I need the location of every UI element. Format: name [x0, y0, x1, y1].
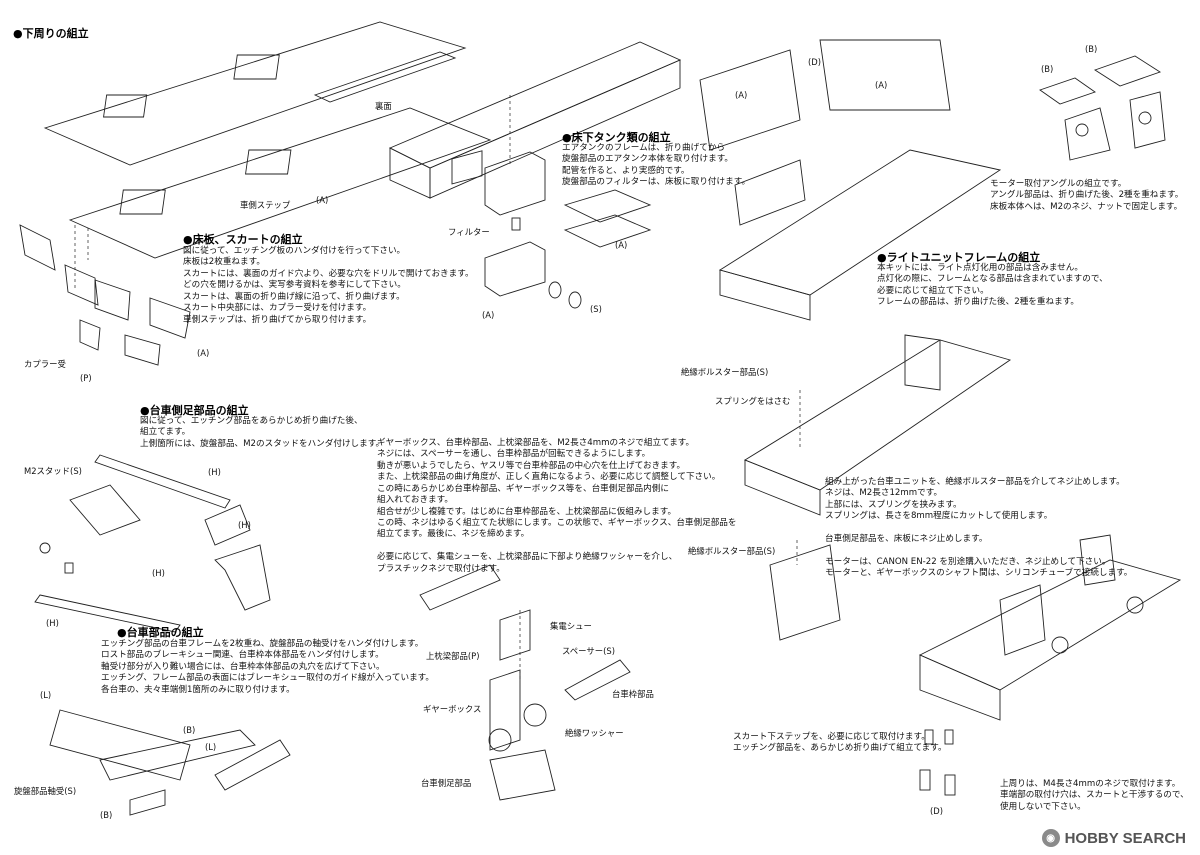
label-l2: (L): [205, 742, 217, 752]
truck-frame-drawing: [49, 709, 291, 816]
label-h3: (H): [152, 568, 165, 578]
truck-parts-instructions: エッチング部品の台車フレームを2枚重ね、旋盤部品の軸受けをハンダ付けします。 ロ…: [101, 639, 435, 695]
label-a6: (A): [875, 80, 888, 90]
label-coupler: カプラー受: [24, 359, 66, 369]
motor-angle-instructions: モーター取付アングルの組立です。 アングル部品は、折り曲げた後、2種を重ねます。…: [990, 179, 1184, 212]
floor-skirt-instructions: 図に従って、エッチング板のハンダ付けを行って下さい。 床板は2枚重ねます。 スカ…: [183, 246, 474, 325]
label-a3: (A): [615, 240, 628, 250]
section-title-bogie-side: ●台車側足部品の組立: [140, 404, 249, 417]
label-l1: (L): [40, 690, 52, 700]
label-filter: フィルター: [448, 227, 490, 237]
label-bearing: 旋盤部品軸受(S): [14, 786, 77, 796]
watermark: ◉ HOBBY SEARCH: [1041, 829, 1186, 847]
label-s1: (S): [590, 304, 602, 314]
label-a1: (A): [316, 195, 329, 205]
skirt-step-instructions: スカート下ステップを、必要に応じて取付けます。 エッチング部品を、あらかじめ折り…: [733, 732, 947, 754]
skirt-drawing: [19, 224, 191, 366]
section-title-floor-skirt: ●床板、スカートの組立: [183, 233, 303, 246]
watermark-logo-icon: ◉: [1041, 829, 1060, 847]
label-spring: スプリングをはさむ: [715, 396, 791, 406]
label-truck-frame: 台車枠部品: [612, 689, 654, 699]
floor-plate-drawing: [43, 21, 492, 259]
label-step: 車側ステップ: [240, 200, 291, 210]
label-shoe: 集電シュー: [550, 621, 592, 631]
label-a4: (A): [482, 310, 495, 320]
upper-mount-note: 上周りは、M4長さ4mmのネジで取付けます。 車端部の取付け穴は、スカートと干渉…: [1000, 779, 1189, 812]
label-d2: (D): [930, 806, 943, 816]
bolster-instructions: 組み上がった台車ユニットを、絶縁ボルスター部品を介してネジ止めします。 ネジは、…: [825, 477, 1133, 579]
bogie-side-instructions: 図に従って、エッチング部品をあらかじめ折り曲げた後、 組立てます。 上側箇所には…: [140, 416, 385, 449]
bogie-side-drawing: [34, 454, 271, 633]
watermark-text: HOBBY SEARCH: [1064, 829, 1186, 847]
tank-instructions: エアタンクのフレームは、折り曲げてから 旋盤部品のエアタンク本体を取り付けます。…: [562, 143, 751, 188]
label-b2: (B): [1085, 44, 1098, 54]
label-p1: (P): [80, 373, 92, 383]
label-bolster-bottom: 絶縁ボルスター部品(S): [688, 546, 776, 556]
label-side-foot: 台車側足部品: [421, 778, 472, 788]
label-a2: (A): [197, 348, 210, 358]
label-b3: (B): [183, 725, 196, 735]
section-title-light-frame: ●ライトユニットフレームの組立: [877, 251, 1041, 264]
label-a5: (A): [735, 90, 748, 100]
label-gearbox: ギヤーボックス: [423, 704, 482, 714]
label-spacer: スペーサー(S): [562, 646, 615, 656]
air-tank-drawing: [451, 150, 652, 309]
motor-angle-drawing: [1039, 55, 1166, 161]
light-frame-drawing: [699, 39, 1002, 321]
assembly-guide-lines: [74, 95, 801, 680]
label-ura: 裏面: [375, 101, 392, 111]
label-m2stud: M2スタッド(S): [24, 466, 82, 476]
gearbox-instructions: ギヤーボックス、台車枠部品、上枕梁部品を、M2長さ4mmのネジで組立てます。 ネ…: [377, 438, 737, 574]
label-washer: 絶縁ワッシャー: [565, 728, 624, 738]
label-h1: (H): [208, 467, 221, 477]
section-title-underframe: ●下周りの組立: [13, 27, 89, 40]
section-title-truck-parts: ●台車部品の組立: [117, 626, 204, 639]
label-h2: (H): [238, 520, 251, 530]
label-b4: (B): [100, 810, 113, 820]
label-d1: (D): [808, 57, 821, 67]
section-title-tank: ●床下タンク類の組立: [562, 131, 671, 144]
label-b1: (B): [1041, 64, 1054, 74]
gearbox-drawing: [419, 564, 631, 801]
light-frame-instructions: 本キットには、ライト点灯化用の部品は含みません。 点灯化の際に、フレームとなる部…: [877, 263, 1108, 308]
label-bolster-top: 絶縁ボルスター部品(S): [681, 367, 769, 377]
frame-body-drawing: [388, 41, 682, 199]
assembled-chassis-drawing: [744, 334, 1182, 796]
label-h4: (H): [46, 618, 59, 628]
label-upper-beam: 上枕梁部品(P): [426, 651, 480, 661]
